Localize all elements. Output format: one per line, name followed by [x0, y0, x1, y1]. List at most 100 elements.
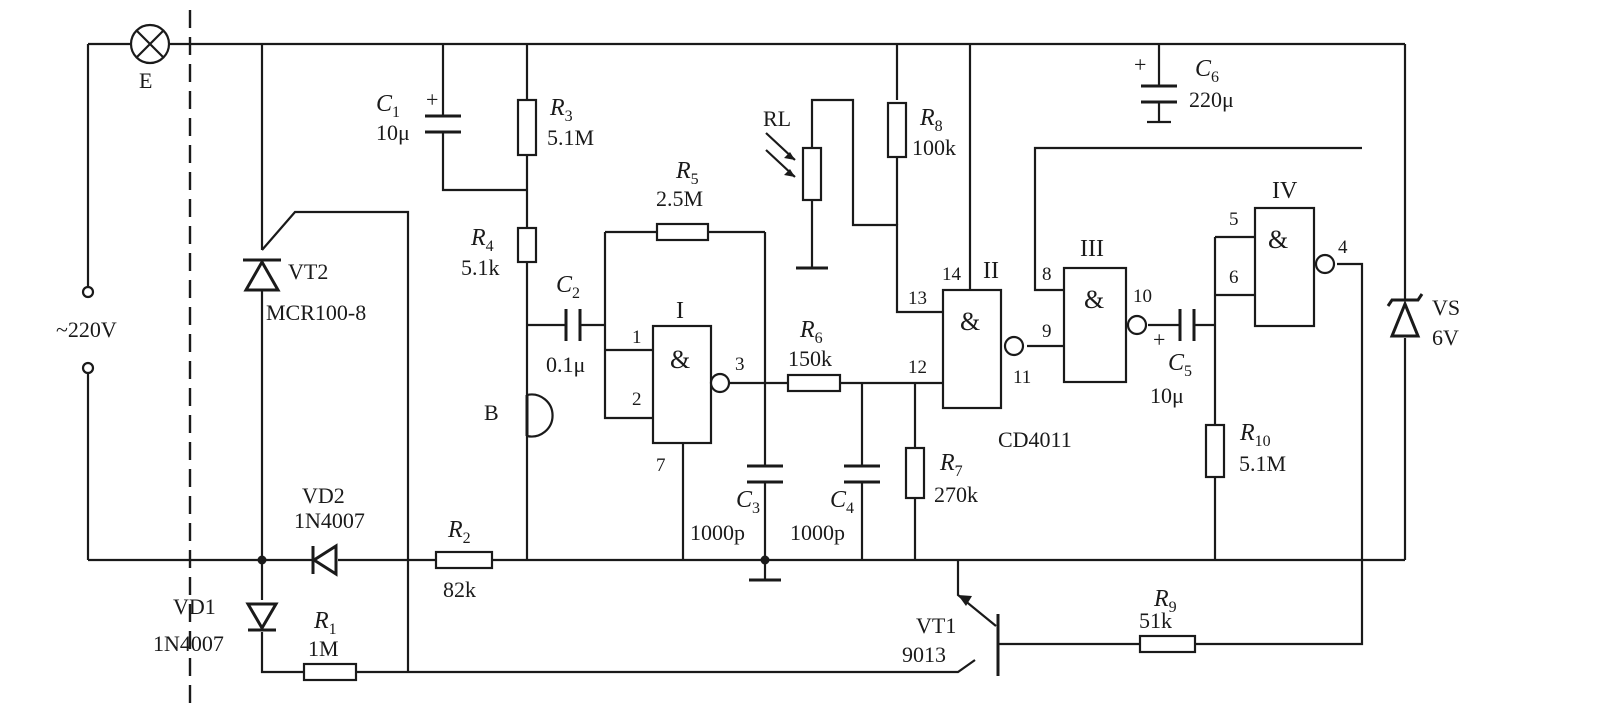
resistor-r9: [1138, 634, 1197, 654]
gate-ii-pin-13: 13: [908, 288, 927, 309]
r9-name: R9: [1153, 586, 1177, 616]
gate-iv-pin-5: 5: [1229, 209, 1239, 230]
c6-value: 220μ: [1189, 87, 1234, 112]
c3-value: 1000p: [690, 520, 745, 545]
gate-iv: [1253, 206, 1336, 328]
resistor-r10: [1204, 423, 1226, 479]
resistor-r2: [434, 550, 494, 570]
c5-polarity: +: [1153, 327, 1165, 352]
resistor-r1: [302, 662, 358, 682]
junction-dot: [760, 555, 770, 565]
vd1-ref: VD1: [173, 594, 216, 619]
gate-i: [651, 324, 731, 445]
vs-value: 6V: [1432, 325, 1459, 350]
gate-ii-symbol: &: [960, 307, 980, 336]
gate-ii-pin-14: 14: [942, 264, 962, 285]
c4-value: 1000p: [790, 520, 845, 545]
capacitor-c2: [564, 309, 582, 341]
vd2-ref: VD2: [302, 483, 345, 508]
ic-label: CD4011: [998, 427, 1072, 452]
r5-name: R5: [675, 158, 699, 188]
r5-value: 2.5M: [656, 186, 703, 211]
thyristor-vt2: [243, 258, 281, 292]
r8-name: R8: [919, 105, 943, 135]
resistor-r3: [516, 98, 538, 157]
r9-value: 51k: [1139, 608, 1172, 633]
resistor-r8: [886, 101, 908, 159]
gate-ii-label: II: [983, 258, 999, 284]
c2-value: 0.1μ: [546, 352, 585, 377]
c1-value: 10μ: [376, 120, 410, 145]
gate-i-label: I: [676, 298, 684, 324]
c6-name: C6: [1195, 56, 1219, 86]
vs-ref: VS: [1432, 295, 1460, 320]
gate-iii-symbol: &: [1084, 285, 1104, 314]
mains-label: ~220V: [56, 317, 117, 342]
r10-name: R10: [1239, 420, 1271, 450]
r3-name: R3: [549, 95, 573, 125]
r10-value: 5.1M: [1239, 451, 1286, 476]
junction-dot: [257, 555, 267, 565]
gate-iii: [1062, 266, 1148, 384]
gate-iii-pin-8: 8: [1042, 264, 1052, 285]
r7-name: R7: [939, 450, 963, 480]
c5-value: 10μ: [1150, 383, 1184, 408]
mic-label: B: [484, 400, 499, 425]
r6-name: R6: [799, 317, 823, 347]
microphone-b: [525, 393, 554, 438]
capacitor-c4: [844, 464, 880, 484]
gate-ii: [941, 288, 1025, 410]
r7-value: 270k: [934, 482, 978, 507]
capacitor-c6: [1141, 84, 1177, 104]
c3-name: C3: [736, 487, 760, 517]
zener-vs: [1386, 293, 1424, 338]
photoresistor-rl: [765, 132, 828, 270]
mains-terminal-bottom: [81, 361, 95, 375]
capacitor-c5: [1178, 309, 1196, 341]
lamp-label: E: [139, 68, 152, 93]
gate-iv-symbol: &: [1268, 225, 1288, 254]
gate-i-pin-3: 3: [735, 354, 745, 375]
gate-iii-pin-10: 10: [1133, 286, 1152, 307]
r2-value: 82k: [443, 577, 476, 602]
resistor-r4: [516, 226, 538, 264]
diode-vd1: [245, 602, 279, 632]
gate-i-symbol: &: [670, 345, 690, 374]
vt2-ref: VT2: [288, 259, 328, 284]
r8-value: 100k: [912, 135, 956, 160]
diode-vd2: [311, 543, 338, 577]
gate-iv-label: IV: [1272, 178, 1298, 204]
rl-label: RL: [763, 106, 791, 131]
resistor-r6: [786, 373, 842, 393]
c5-name: C5: [1168, 350, 1192, 380]
gate-iii-pin-9: 9: [1042, 321, 1052, 342]
capacitor-c3: [747, 464, 783, 484]
gate-i-pin-7: 7: [656, 455, 666, 476]
vt2-part: MCR100-8: [266, 300, 366, 325]
vd2-part: 1N4007: [294, 508, 365, 533]
c2-name: C2: [556, 272, 580, 302]
c4-name: C4: [830, 487, 854, 517]
vd1-part: 1N4007: [153, 631, 224, 656]
r3-value: 5.1M: [547, 125, 594, 150]
r6-value: 150k: [788, 346, 832, 371]
gate-iii-label: III: [1080, 236, 1104, 262]
gate-iv-pin-4: 4: [1338, 237, 1348, 258]
c1-name: C1: [376, 91, 400, 121]
r4-name: R4: [470, 225, 494, 255]
c6-polarity: +: [1134, 52, 1146, 77]
gate-i-pin-2: 2: [632, 389, 642, 410]
mains-terminal-top: [81, 285, 95, 299]
wires: [86, 42, 1407, 674]
c1-polarity: +: [426, 87, 438, 112]
labels: E ~220V VT2 MCR100-8 VD2 1N4007 VD1 1N40…: [56, 52, 1460, 667]
r1-value: 1M: [308, 636, 339, 661]
r1-name: R1: [313, 608, 337, 638]
gate-iv-pin-6: 6: [1229, 267, 1239, 288]
resistor-r5: [655, 222, 710, 242]
resistor-r7: [904, 446, 926, 500]
r4-value: 5.1k: [461, 255, 500, 280]
capacitor-c1: [425, 114, 461, 134]
junction-dots: [257, 555, 770, 565]
